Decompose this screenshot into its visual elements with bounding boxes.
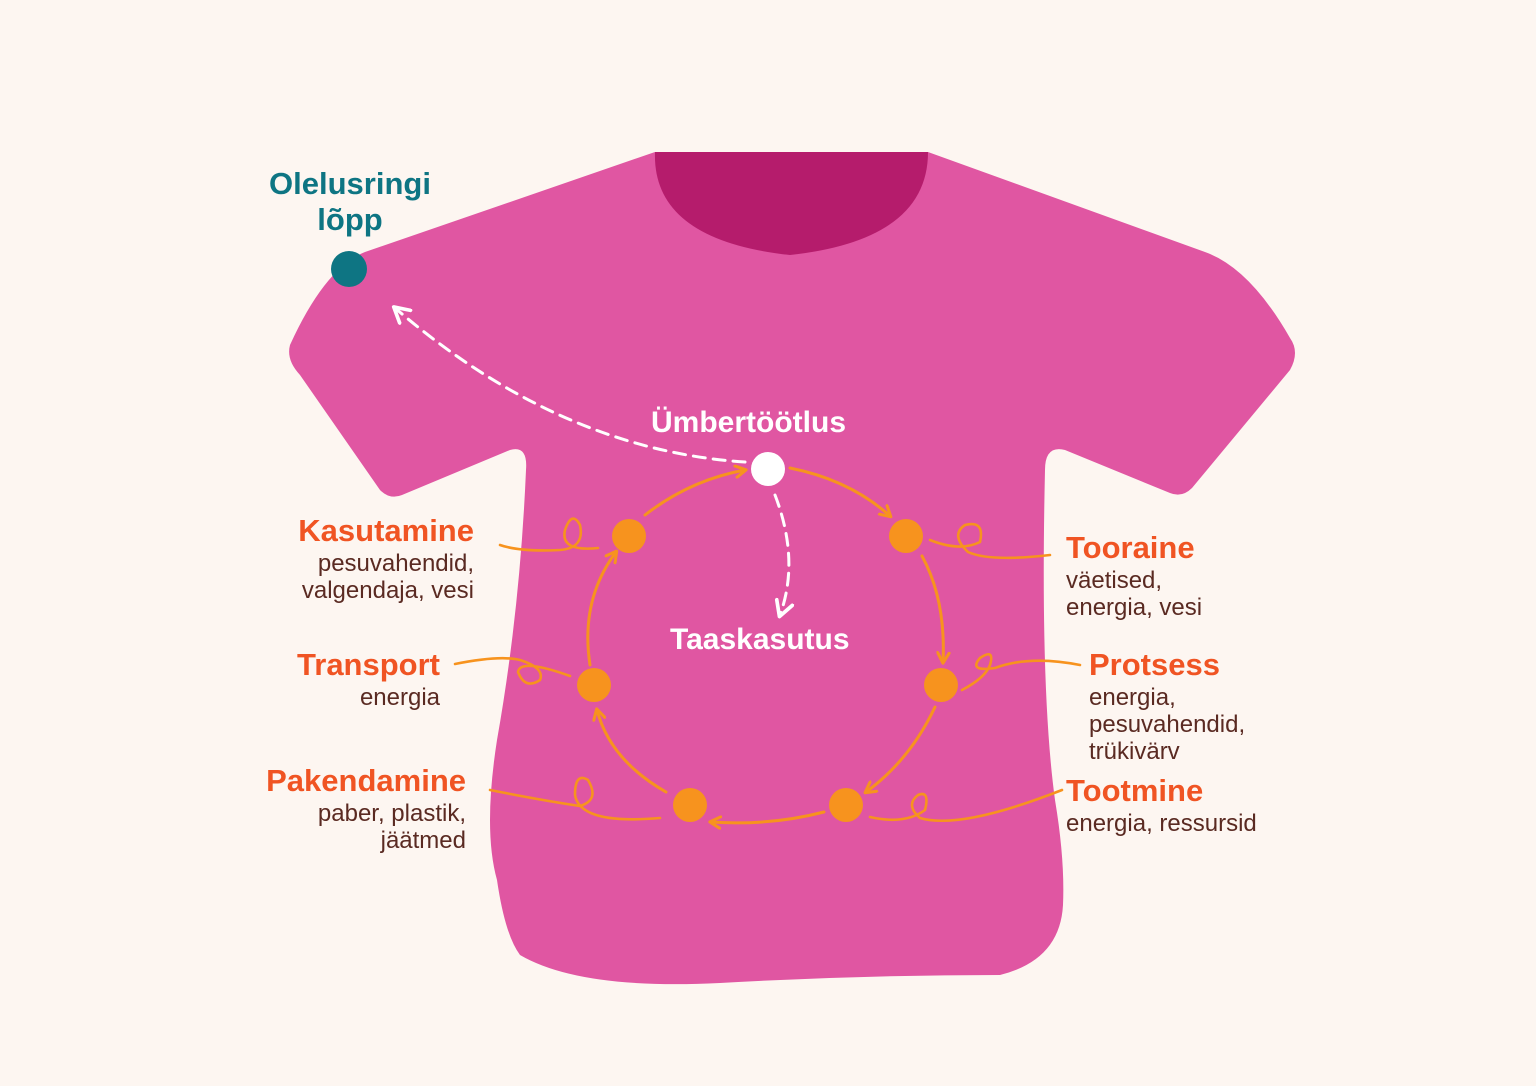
leader-process (960, 653, 1082, 692)
tshirt-collar (654, 152, 928, 255)
recycling-label: Ümbertöötlus (651, 406, 846, 439)
stage-packaging-line2: jäätmed (380, 827, 466, 854)
stage-production: Tootmine energia, ressursid (1066, 775, 1257, 837)
node-recycling (751, 452, 785, 486)
arrow-recycle-to-raw (788, 466, 890, 516)
stage-raw-material: Tooraine väetised, energia, vesi (1066, 532, 1202, 621)
node-usage (612, 519, 646, 553)
arrow-transport-to-usage (586, 552, 616, 667)
stage-transport-title: Transport (297, 647, 440, 682)
stage-usage-line2: valgendaja, vesi (301, 577, 474, 604)
reuse-label: Taaskasutus (670, 623, 850, 656)
leader-usage (498, 517, 600, 552)
stage-raw-material-title: Tooraine (1066, 530, 1195, 565)
leader-production (868, 788, 1064, 823)
node-raw-material (889, 519, 923, 553)
end-of-life-line2: lõpp (317, 202, 383, 237)
node-packaging (673, 788, 707, 822)
stage-usage-line1: pesuvahendid, (317, 550, 474, 577)
node-production (829, 788, 863, 822)
stage-usage: Kasutamine pesuvahendid, valgendaja, ves… (298, 515, 474, 604)
white-dashed-arrows (395, 308, 789, 615)
arrow-raw-to-process (920, 554, 943, 662)
stage-raw-material-line1: väetised, (1066, 567, 1163, 594)
leader-transport (453, 656, 572, 685)
leader-raw (928, 522, 1052, 560)
cycle-arrows (586, 466, 944, 823)
arrow-recycle-to-reuse (773, 493, 789, 615)
arrow-usage-to-recycle (643, 470, 745, 517)
node-transport (577, 668, 611, 702)
tshirt-shape (289, 152, 1296, 985)
leader-lines (453, 517, 1082, 823)
node-end-of-life (331, 251, 367, 287)
stage-packaging: Pakendamine paber, plastik, jäätmed (266, 765, 466, 854)
stage-process-line3: trükivärv (1089, 738, 1180, 765)
node-process (924, 668, 958, 702)
stage-production-title: Tootmine (1066, 773, 1204, 808)
stage-packaging-title: Pakendamine (266, 763, 466, 798)
arrow-production-to-packaging (711, 810, 826, 823)
leader-packaging (488, 776, 662, 821)
stage-process-line2: pesuvahendid, (1089, 711, 1246, 738)
arrow-process-to-production (866, 705, 937, 792)
end-of-life-label: Olelusringi lõpp (255, 166, 445, 238)
stage-production-line1: energia, ressursid (1066, 810, 1257, 837)
stage-process-title: Protsess (1089, 647, 1220, 682)
stage-process: Protsess energia, pesuvahendid, trükivär… (1089, 649, 1245, 765)
stage-process-line1: energia, (1089, 684, 1176, 711)
arrow-recycle-to-end-of-life (395, 308, 747, 464)
stage-raw-material-line2: energia, vesi (1066, 594, 1203, 621)
end-of-life-line1: Olelusringi (269, 166, 431, 201)
stage-transport-line1: energia (359, 684, 440, 711)
stage-packaging-line1: paber, plastik, (317, 800, 466, 827)
stage-usage-title: Kasutamine (298, 513, 474, 548)
stage-transport: Transport energia (297, 649, 440, 711)
arrow-packaging-to-transport (597, 710, 668, 794)
